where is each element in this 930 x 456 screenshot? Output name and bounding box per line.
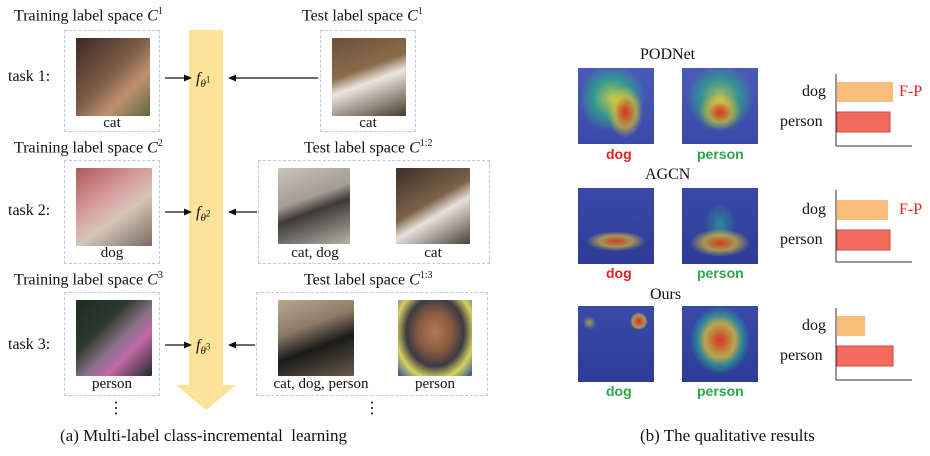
heatmap-podnet-dog — [578, 68, 654, 144]
bar-plot-podnet — [835, 74, 912, 147]
test-label-space-title-1: Test label space C1 — [302, 6, 423, 25]
bar-plot-ours — [835, 308, 912, 381]
train-box-1 — [64, 30, 160, 132]
train-image-cat-woman — [76, 38, 150, 116]
heatmap-label-ours-person: person — [697, 383, 744, 399]
train-label-space-title-2: Training label space C2 — [14, 138, 163, 157]
heatmap-agcn-dog — [578, 188, 654, 264]
train-caption-2: dog — [100, 245, 124, 261]
model-f-theta-2: fθ2 — [196, 204, 211, 225]
bar-podnet-dog — [837, 82, 893, 102]
bar-ours-dog — [837, 316, 865, 336]
bar-plot-agcn — [835, 190, 912, 263]
method-title-agcn: AGCN — [645, 166, 691, 183]
test-caption-1: cat — [359, 115, 377, 131]
model-f-theta-1: fθ1 — [196, 70, 211, 91]
train-image-woman-dog — [76, 168, 152, 246]
method-title-podnet: PODNet — [640, 46, 696, 63]
bar-label-ours-person: person — [780, 347, 823, 364]
bar-podnet-person — [836, 111, 891, 133]
heatmap-label-agcn-person: person — [697, 265, 744, 281]
heatmap-label-podnet-dog: dog — [606, 146, 632, 162]
heatmap-podnet-person — [682, 68, 758, 144]
annotation-agcn-fp: F-P — [899, 201, 923, 218]
test-caption-2b: cat — [424, 245, 442, 261]
train-image-person-floor — [76, 300, 152, 376]
annotation-podnet-fp: F-P — [899, 83, 923, 100]
bar-agcn-person — [836, 229, 891, 251]
bar-label-agcn-person: person — [780, 231, 823, 248]
heatmap-ours-person — [682, 306, 758, 382]
test-image-man-cat — [396, 168, 470, 244]
train-label-space-title-1: Training label space C1 — [14, 6, 163, 25]
test-caption-2a: cat, dog — [291, 245, 339, 261]
test-box-3 — [256, 292, 488, 396]
test-image-cat-window — [332, 38, 406, 116]
train-box-3 — [64, 292, 160, 396]
heatmap-label-podnet-person: person — [697, 146, 744, 162]
panel-a-caption: (a) Multi-label class-incremental learni… — [60, 426, 347, 445]
train-label-space-title-3: Training label space C3 — [14, 270, 163, 289]
heatmap-ours-dog — [578, 306, 654, 382]
test-box-1 — [320, 30, 416, 132]
bar-agcn-dog — [837, 200, 888, 220]
bar-label-agcn-dog: dog — [802, 201, 826, 218]
test-label-space-title-2: Test label space C1:2 — [304, 138, 433, 157]
test-box-2 — [258, 160, 490, 264]
test-label-space-title-3: Test label space C1:3 — [304, 270, 433, 289]
task-label-1: task 1: — [8, 68, 51, 85]
train-caption-1: cat — [103, 115, 121, 131]
ellipsis-test: ⋮ — [364, 400, 380, 417]
bar-label-podnet-dog: dog — [802, 83, 826, 100]
train-caption-3: person — [92, 376, 132, 392]
model-f-theta-3: fθ3 — [196, 337, 211, 358]
panel-b-caption: (b) The qualitative results — [640, 426, 815, 445]
test-caption-3b: person — [415, 376, 455, 392]
bar-label-podnet-person: person — [780, 113, 823, 130]
test-caption-3a: cat, dog, person — [273, 376, 369, 392]
heatmap-label-agcn-dog: dog — [606, 265, 632, 281]
train-box-2 — [64, 160, 160, 264]
test-image-people-dog — [278, 300, 354, 376]
method-title-ours: Ours — [650, 286, 682, 303]
test-image-boy-portrait — [398, 300, 472, 376]
test-image-dogs-street — [278, 168, 350, 244]
ellipsis-train: ⋮ — [108, 400, 124, 417]
bar-label-ours-dog: dog — [802, 317, 826, 334]
task-label-2: task 2: — [8, 202, 51, 219]
heatmap-label-ours-dog: dog — [606, 383, 632, 399]
bar-ours-person — [836, 345, 894, 367]
heatmap-agcn-person — [682, 188, 758, 264]
task-label-3: task 3: — [8, 336, 51, 353]
